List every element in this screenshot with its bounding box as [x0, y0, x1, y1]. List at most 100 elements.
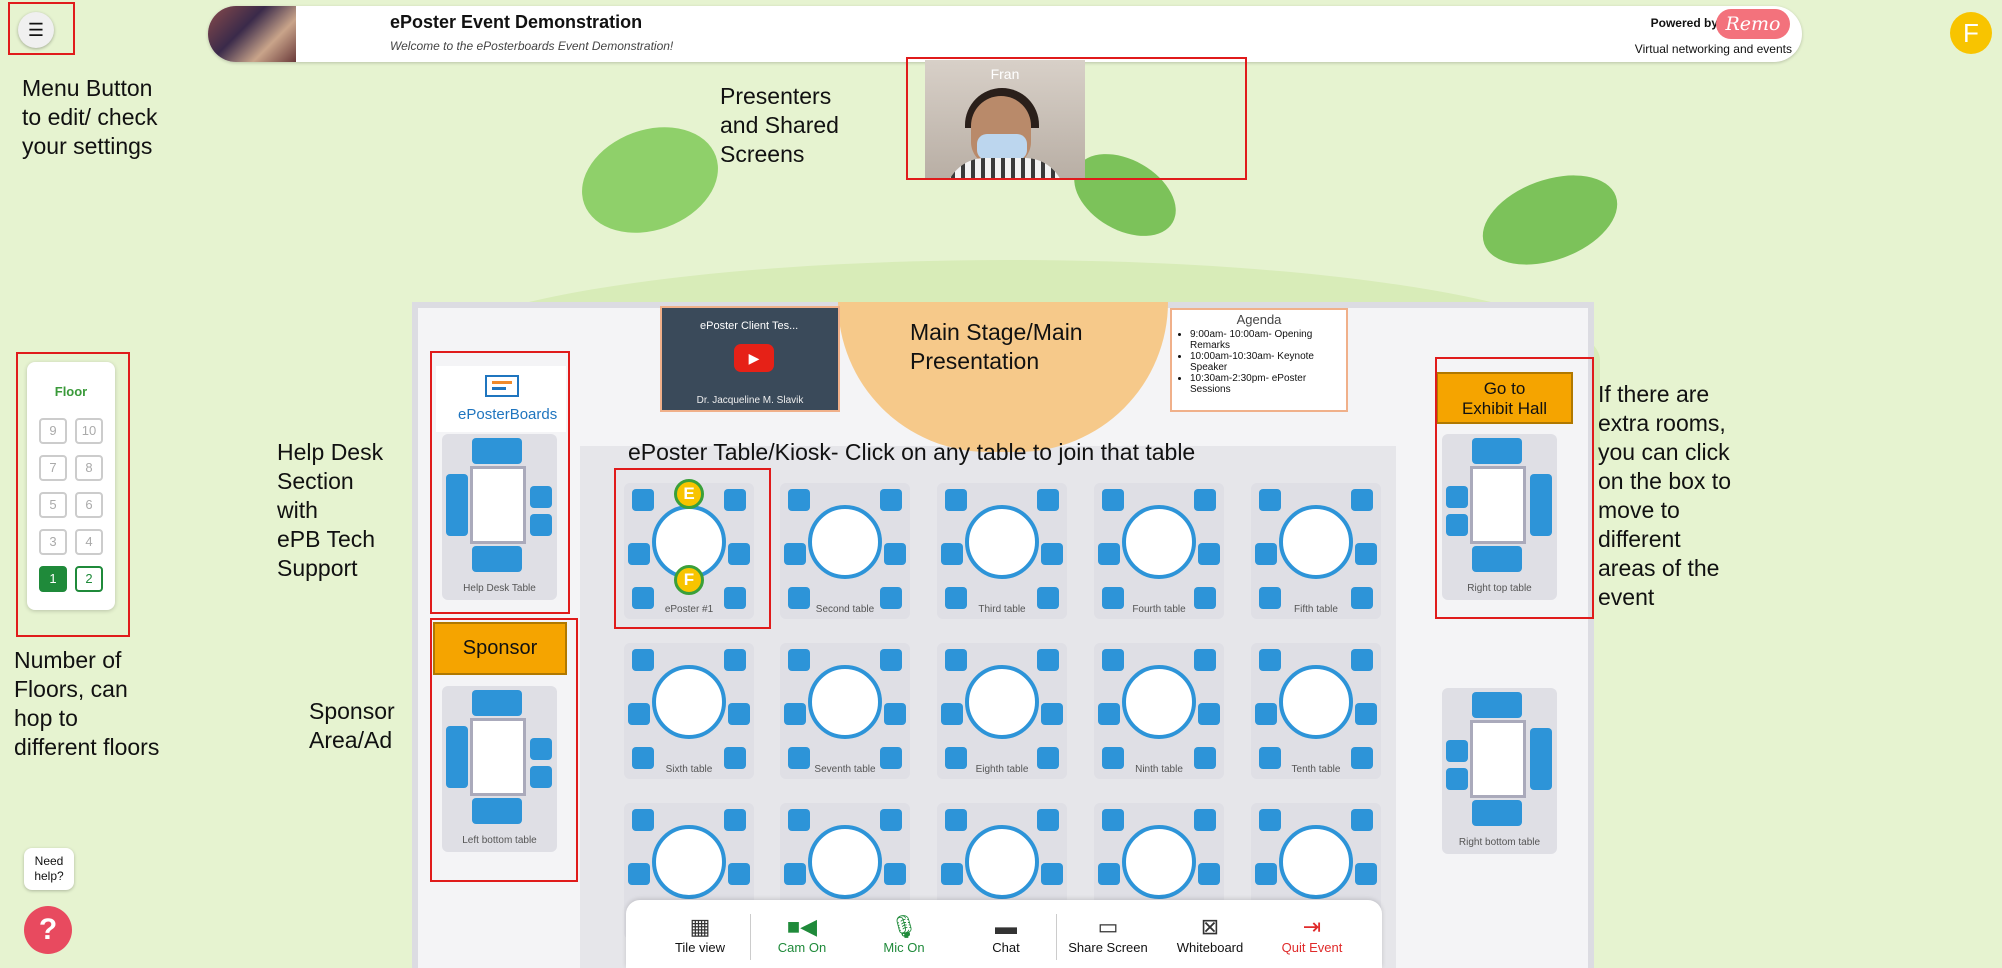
bottom-toolbar: ▦ Tile view ■◀ Cam On 🎙 Mic On ▬ Chat ▭ … [626, 900, 1382, 968]
round-table[interactable]: Ninth table [1094, 643, 1224, 779]
share-screen-icon: ▭ [1097, 914, 1119, 939]
stage-video-caption: Dr. Jacqueline M. Slavik [696, 395, 804, 406]
table-label: ePoster #1 [664, 604, 714, 615]
menu-highlight-box [8, 2, 75, 55]
floor-button[interactable]: 4 [75, 529, 103, 555]
table-label: Left bottom table [462, 835, 537, 846]
right-top-table[interactable]: Right top table [1442, 434, 1557, 600]
chat-icon: ▬ [995, 914, 1017, 939]
help-desk-table[interactable]: Help Desk Table [442, 434, 557, 600]
round-table[interactable]: Seventh table [780, 643, 910, 779]
exit-icon: ⇥ [1302, 914, 1322, 939]
whiteboard-icon: ⊠ [1200, 914, 1220, 939]
whiteboard-button[interactable]: ⊠ Whiteboard [1162, 914, 1258, 955]
help-button[interactable]: ? [24, 906, 72, 954]
floor-highlight-box [16, 352, 130, 637]
hamburger-icon: ☰ [27, 20, 45, 40]
round-table[interactable]: Fifth table [1251, 483, 1381, 619]
event-logo-image [208, 6, 296, 62]
table-label: Sixth table [665, 764, 713, 775]
floor-title: Floor [54, 384, 88, 399]
round-table[interactable]: Fourth table [1094, 483, 1224, 619]
table-label: Second table [815, 604, 875, 615]
eposterboards-icon [485, 375, 519, 397]
tile-view-button[interactable]: ▦ Tile view [652, 914, 748, 955]
exhibit-highlight-box [1435, 357, 1594, 619]
floor-button[interactable]: 8 [75, 455, 103, 481]
floor-button[interactable]: 5 [39, 492, 67, 518]
decorative-blob [1470, 158, 1630, 282]
right-bottom-table[interactable]: Right bottom table [1442, 688, 1557, 854]
left-bottom-table[interactable]: Left bottom table [442, 686, 557, 852]
stage-video[interactable]: ePoster Client Tes... ▶ Dr. Jacqueline M… [660, 306, 840, 412]
round-table[interactable]: Second table [780, 483, 910, 619]
agenda-board[interactable]: Agenda 9:00am- 10:00am- Opening Remarks … [1170, 308, 1348, 412]
remo-logo[interactable]: Remo [1716, 9, 1790, 39]
table-label: Right bottom table [1458, 837, 1541, 848]
table-label: Help Desk Table [463, 583, 536, 594]
question-icon: ? [38, 913, 58, 946]
annotation-eposter-table: ePoster Table/Kiosk- Click on any table … [628, 439, 1196, 465]
round-table[interactable]: Eighth table [937, 643, 1067, 779]
grid-icon: ▦ [689, 914, 711, 939]
floor-button[interactable]: 7 [39, 455, 67, 481]
table-label: Eighth table [975, 764, 1029, 775]
floor-button[interactable]: 6 [75, 492, 103, 518]
floor-button[interactable]: 3 [39, 529, 67, 555]
table-label: Ninth table [1135, 764, 1183, 775]
event-subtitle: Welcome to the ePosterboards Event Demon… [390, 39, 674, 53]
decorative-blob [567, 109, 733, 251]
mic-button[interactable]: 🎙 Mic On [856, 914, 952, 955]
menu-button[interactable]: ☰ [18, 12, 54, 48]
eposterboards-logo: ePosterBoards [436, 366, 566, 432]
chat-button[interactable]: ▬ Chat [958, 914, 1054, 955]
stage-video-title: ePoster Client Tes... [700, 320, 799, 332]
help-bubble: Need help? [24, 848, 74, 890]
floor-button[interactable]: 1 [39, 566, 67, 592]
cam-button[interactable]: ■◀ Cam On [754, 914, 850, 955]
table-label: Third table [978, 604, 1026, 615]
eposterboards-brand: ePosterBoards [458, 406, 558, 423]
powered-by-label: Powered by [1650, 16, 1718, 30]
annotation-floors: Number of Floors, can hop to different f… [14, 647, 160, 760]
quit-event-button[interactable]: ⇥ Quit Event [1264, 914, 1360, 955]
table-label: Tenth table [1291, 764, 1341, 775]
table-label: Fifth table [1294, 604, 1338, 615]
event-header: ePoster Event Demonstration Welcome to t… [208, 6, 1802, 62]
floor-button[interactable]: 10 [75, 418, 103, 444]
table-label: Right top table [1467, 583, 1532, 594]
sponsor-banner[interactable]: Sponsor [433, 622, 567, 675]
floor-button[interactable]: 9 [39, 418, 67, 444]
table-label: Fourth table [1132, 604, 1186, 615]
event-title: ePoster Event Demonstration [390, 12, 643, 32]
user-avatar[interactable]: F [1950, 12, 1992, 54]
go-to-exhibit-hall-button[interactable]: Go to Exhibit Hall [1436, 372, 1573, 424]
round-table[interactable]: Tenth table [1251, 643, 1381, 779]
agenda-item: 9:00am- 10:00am- Opening Remarks [1190, 329, 1346, 351]
annotation-help-desk: Help Desk Section with ePB Tech Support [277, 439, 384, 581]
annotation-menu: Menu Button to edit/ check your settings [22, 75, 158, 159]
attendee-badge[interactable]: F [674, 565, 704, 595]
round-table[interactable]: ePoster #1 [624, 483, 754, 619]
agenda-item: 10:00am-10:30am- Keynote Speaker [1190, 351, 1346, 373]
annotation-presenters: Presenters and Shared Screens [720, 83, 839, 167]
camera-icon: ■◀ [786, 914, 818, 939]
annotation-rooms: If there are extra rooms, you can click … [1598, 381, 1731, 610]
round-table[interactable]: Third table [937, 483, 1067, 619]
agenda-heading: Agenda [1236, 312, 1282, 327]
microphone-icon: 🎙 [890, 914, 918, 939]
brand-tagline: Virtual networking and events [1634, 42, 1792, 56]
annotation-sponsor: Sponsor Area/Ad [309, 698, 395, 753]
attendee-badge[interactable]: E [674, 479, 704, 509]
presenter-video-tile[interactable]: Fran [925, 60, 1085, 180]
round-table[interactable]: Sixth table [624, 643, 754, 779]
help-desk-highlight-box [430, 351, 570, 614]
floor-button[interactable]: 2 [75, 566, 103, 592]
sponsor-highlight-box [430, 618, 578, 882]
table-label: Seventh table [814, 764, 876, 775]
share-screen-button[interactable]: ▭ Share Screen [1060, 914, 1156, 955]
presenter-name: Fran [990, 66, 1020, 82]
eposter-table-highlight-box [614, 468, 771, 629]
play-icon[interactable]: ▶ [734, 344, 774, 372]
